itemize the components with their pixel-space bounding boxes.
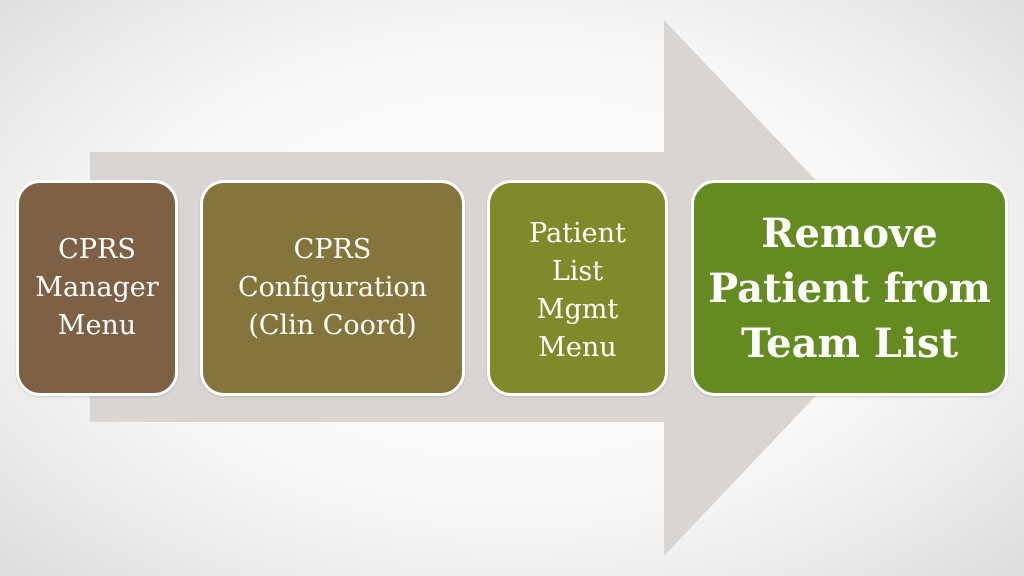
step-label: CPRS Manager Menu [35, 234, 159, 341]
step-cprs-manager-menu: CPRS Manager Menu [16, 180, 178, 396]
step-remove-patient-from-team-list: Remove Patient from Team List [691, 180, 1008, 396]
step-label: Patient List Mgmt Menu [529, 218, 626, 363]
step-label: Remove Patient from Team List [708, 209, 991, 367]
step-patient-list-mgmt-menu: Patient List Mgmt Menu [487, 180, 668, 396]
step-cprs-configuration: CPRS Configuration (Clin Coord) [200, 180, 465, 396]
step-label: CPRS Configuration (Clin Coord) [237, 234, 428, 341]
